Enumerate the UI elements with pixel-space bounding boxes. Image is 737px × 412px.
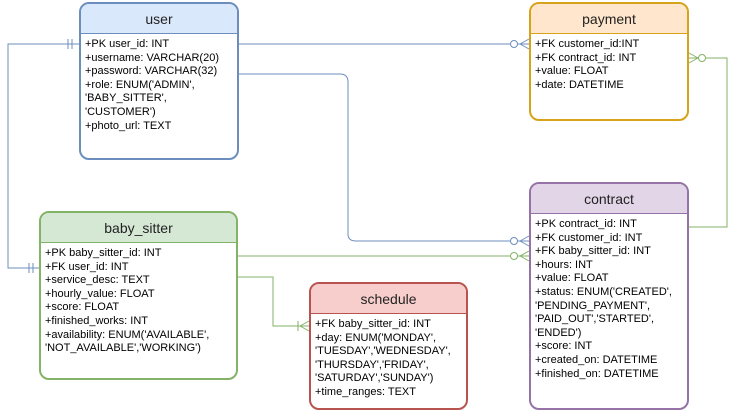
field-list-contract: +PK contract_id: INT+FK customer_id: INT… <box>531 214 687 381</box>
entity-field: +finished_works: INT <box>45 314 149 327</box>
entity-field: 'NOT_AVAILABLE','WORKING') <box>45 342 201 355</box>
field-list-payment: +FK customer_id:INT+FK contract_id: INT+… <box>531 34 687 92</box>
entity-field: +status: ENUM('CREATED', <box>535 285 672 298</box>
entity-field: +role: ENUM('ADMIN', <box>85 78 195 91</box>
entity-field: +value: FLOAT <box>535 272 609 285</box>
rel-baby-sitter-contract <box>238 250 530 262</box>
rel-user-contract <box>239 73 530 247</box>
entity-field: 'SATURDAY','SUNDAY') <box>315 372 434 385</box>
field-list-user: +PK user_id: INT+username: VARCHAR(20)+p… <box>81 34 237 133</box>
entity-user[interactable]: user +PK user_id: INT+username: VARCHAR(… <box>79 2 239 160</box>
entity-schedule[interactable]: schedule +FK baby_sitter_id: INT+day: EN… <box>309 282 468 410</box>
entity-field: +hourly_value: FLOAT <box>45 287 155 300</box>
entity-baby-sitter[interactable]: baby_sitter +PK baby_sitter_id: INT+FK u… <box>39 211 238 380</box>
entity-field: +score: FLOAT <box>45 301 120 314</box>
entity-title-user: user <box>81 4 237 34</box>
entity-payment[interactable]: payment +FK customer_id:INT+FK contract_… <box>529 2 689 121</box>
entity-field: +password: VARCHAR(32) <box>85 65 218 78</box>
entity-field: +day: ENUM('MONDAY', <box>315 331 437 344</box>
entity-field: +date: DATETIME <box>535 78 624 91</box>
entity-field: 'THURSDAY','FRIDAY', <box>315 358 429 371</box>
entity-field: 'ENDED') <box>535 326 582 339</box>
field-list-schedule: +FK baby_sitter_id: INT+day: ENUM('MONDA… <box>311 314 466 400</box>
entity-field: +PK baby_sitter_id: INT <box>45 247 162 259</box>
entity-title-schedule: schedule <box>311 284 466 314</box>
rel-user-payment <box>239 38 530 50</box>
entity-field: 'CUSTOMER') <box>85 105 156 118</box>
entity-field: +FK contract_id: INT <box>535 51 637 64</box>
rel-payment-contract <box>688 52 728 228</box>
entity-field: +FK baby_sitter_id: INT <box>315 318 431 330</box>
entity-field: +PK user_id: INT <box>85 38 170 50</box>
field-list-baby-sitter: +PK baby_sitter_id: INT+FK user_id: INT+… <box>41 243 236 356</box>
entity-field: +finished_on: DATETIME <box>535 367 659 380</box>
entity-field: +availability: ENUM('AVAILABLE', <box>45 328 210 341</box>
entity-field: 'BABY_SITTER', <box>85 92 167 105</box>
entity-contract[interactable]: contract +PK contract_id: INT+FK custome… <box>529 182 689 410</box>
entity-field: 'PENDING_PAYMENT', <box>535 299 651 312</box>
entity-title-contract: contract <box>531 184 687 214</box>
entity-field: +hours: INT <box>535 258 593 271</box>
entity-field: +FK user_id: INT <box>45 260 129 273</box>
entity-field: +FK customer_id:INT <box>535 38 640 50</box>
entity-field: +created_on: DATETIME <box>535 353 658 366</box>
entity-field: +username: VARCHAR(20) <box>85 51 219 64</box>
rel-baby-sitter-schedule <box>238 276 310 332</box>
entity-field: +service_desc: TEXT <box>45 274 150 287</box>
entity-field: 'TUESDAY','WEDNESDAY', <box>315 345 451 358</box>
rel-user-baby-sitter <box>7 39 79 273</box>
entity-field: +score: INT <box>535 340 593 353</box>
entity-field: +FK customer_id: INT <box>535 231 643 244</box>
entity-field: +FK baby_sitter_id: INT <box>535 245 651 258</box>
entity-field: +photo_url: TEXT <box>85 119 172 132</box>
entity-field: 'PAID_OUT','STARTED', <box>535 313 655 326</box>
entity-title-baby-sitter: baby_sitter <box>41 213 236 243</box>
entity-title-payment: payment <box>531 4 687 34</box>
entity-field: +value: FLOAT <box>535 65 609 78</box>
entity-field: +PK contract_id: INT <box>535 218 637 230</box>
entity-field: +time_ranges: TEXT <box>315 385 416 398</box>
